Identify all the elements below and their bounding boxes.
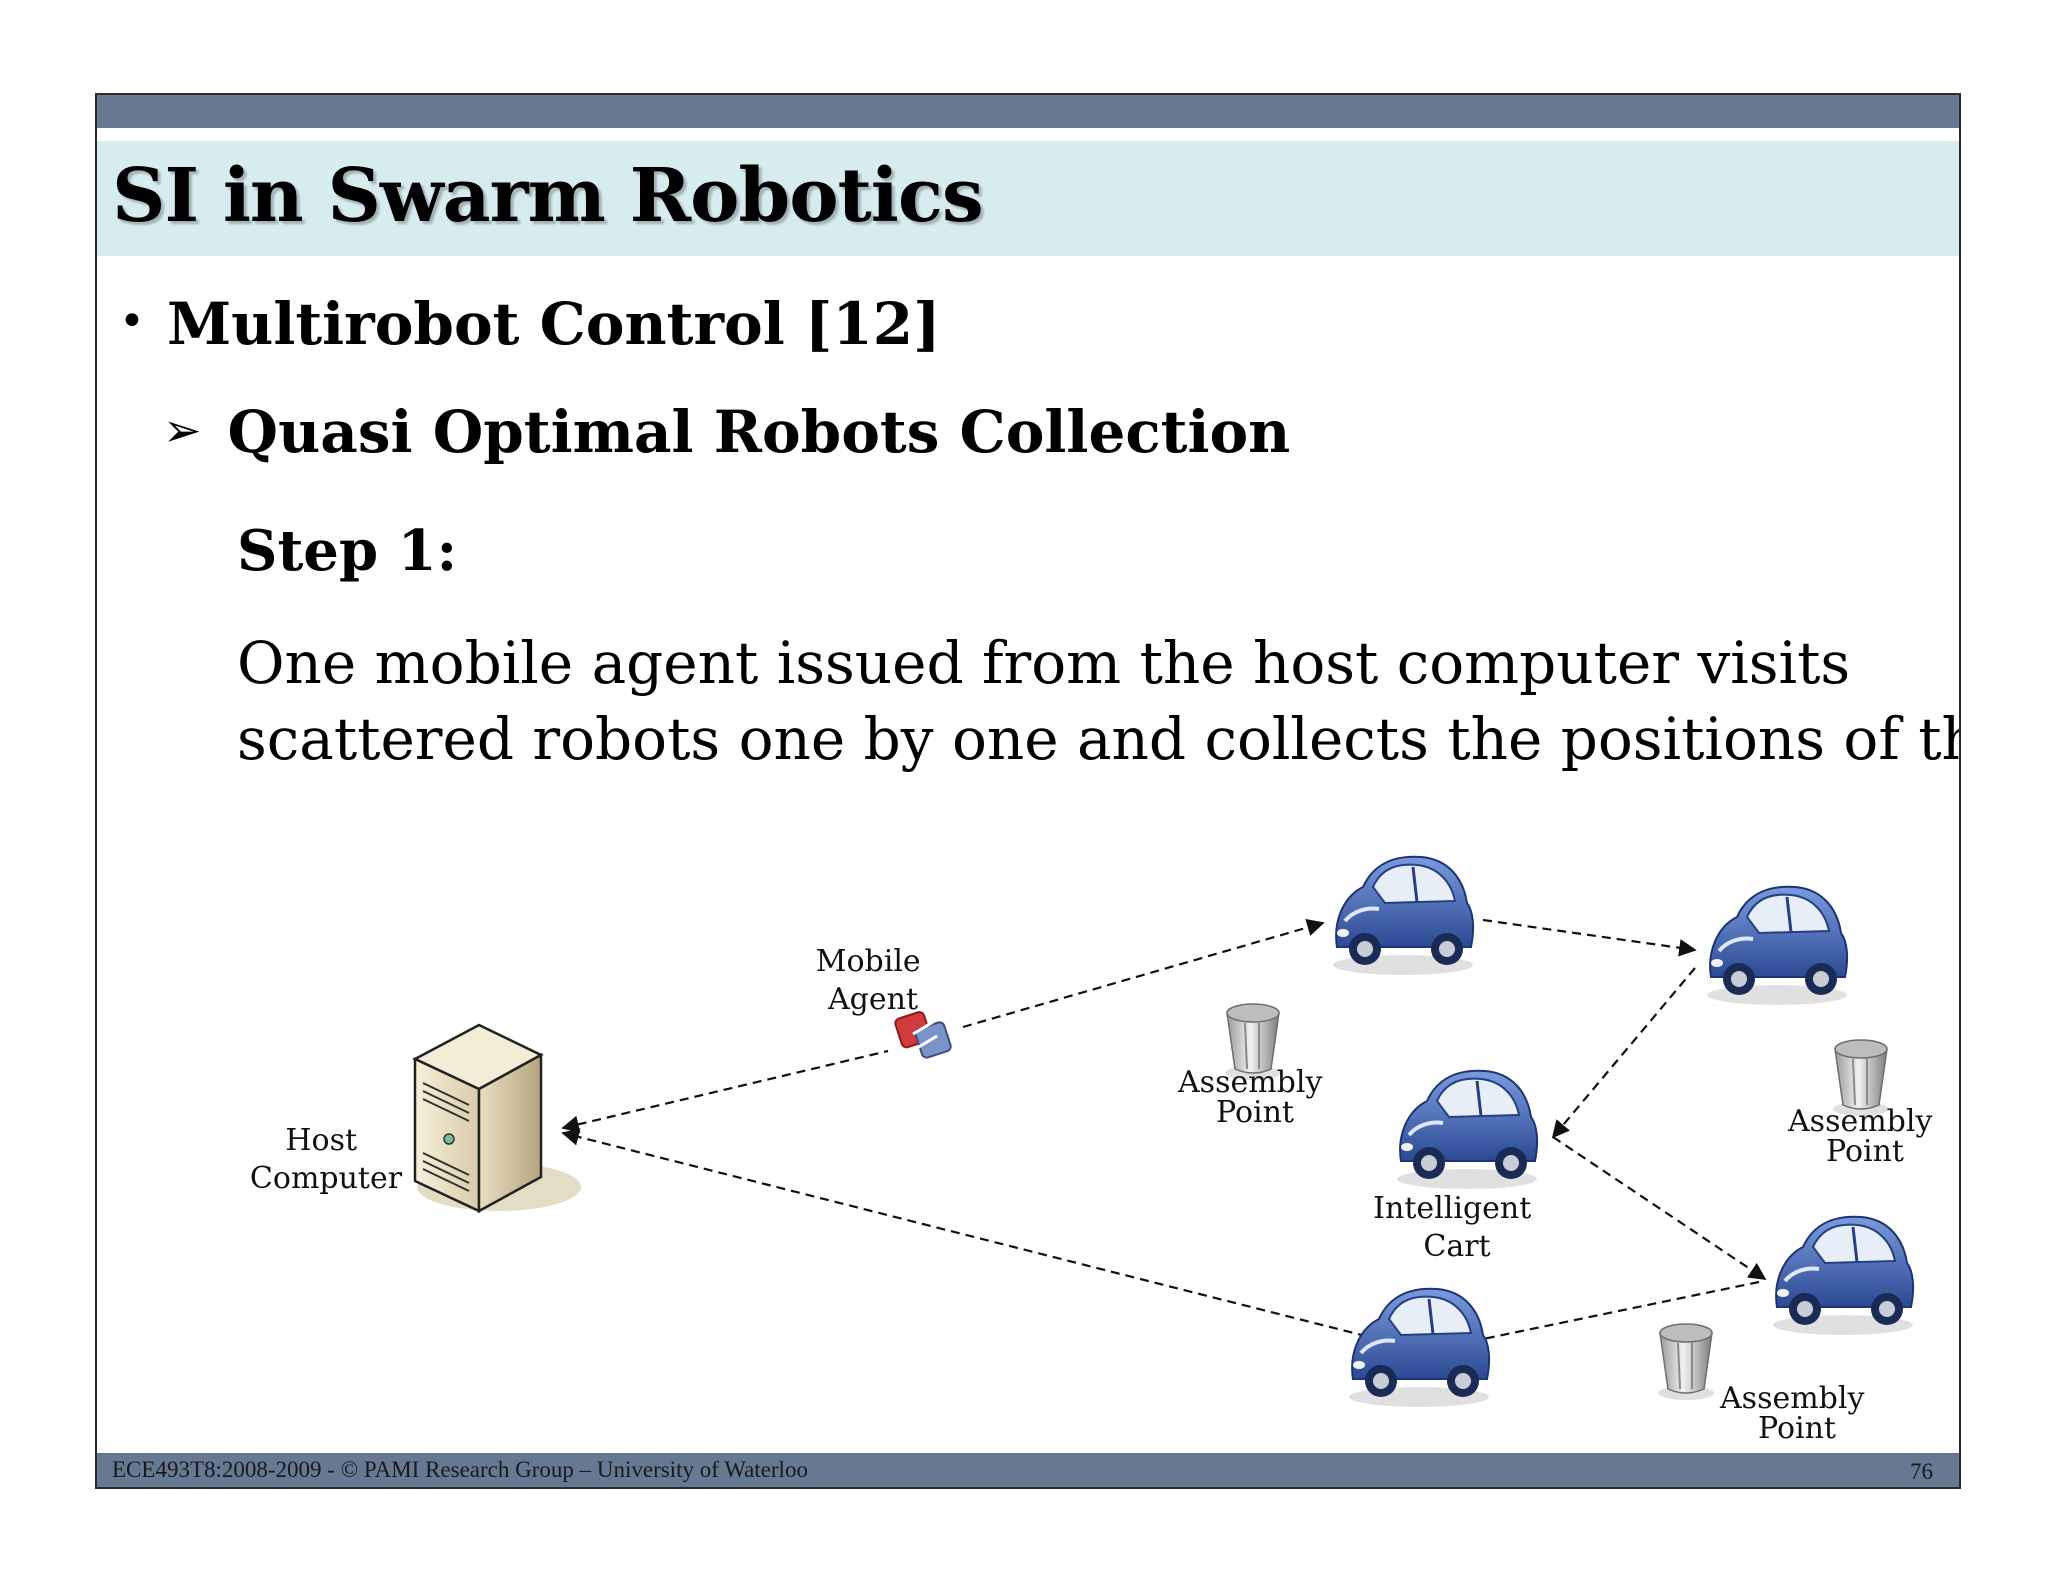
route-agent-cart1 [962, 918, 1325, 1029]
route-cart3-cart4 [1552, 1136, 1767, 1280]
robot-collection-diagram: Host Computer Mobile Agent Assembly Poin… [250, 854, 1942, 1446]
route-host-agent [561, 1049, 889, 1133]
bullet-text: Multirobot Control [12] [166, 290, 941, 358]
footer-credit: ECE493T8:2008-2009 - © PAMI Research Gro… [112, 1457, 808, 1482]
mobile-agent-icon [894, 1011, 952, 1059]
route-cart4-cart5 [1423, 1280, 1760, 1357]
step-title: Step 1: [237, 518, 458, 584]
arrow-bullet-icon: ➢ [163, 403, 202, 457]
assembly-point-label: Assembly Point [1177, 1065, 1332, 1130]
cart-icon [1331, 854, 1476, 977]
step-description: One mobile agent issued from the host co… [237, 625, 1961, 777]
assembly-point-label: Assembly Point [1787, 1104, 1942, 1169]
assembly-point-icon [1657, 1323, 1715, 1401]
cart-icon [1771, 1214, 1916, 1337]
header-bar [97, 95, 1959, 128]
sub-bullet-text: Quasi Optimal Robots Collection [227, 398, 1291, 466]
title-band [97, 141, 1959, 256]
route-cart1-cart2 [1482, 918, 1697, 957]
sub-bullet-item: ➢Quasi Optimal Robots Collection [163, 403, 1290, 461]
cart-icon [1705, 884, 1850, 1007]
server-icon [412, 1023, 581, 1214]
bullet-dot-icon: • [119, 296, 145, 347]
description-line: One mobile agent issued from the host co… [237, 629, 1851, 697]
cart-icon [1347, 1286, 1492, 1409]
page-number: 76 [1910, 1459, 1933, 1484]
description-line: scattered robots one by one and collects… [237, 705, 1961, 773]
bullet-item: •Multirobot Control [12] [119, 295, 941, 353]
host-computer-label: Host Computer [250, 1123, 403, 1196]
mobile-agent-label: Mobile Agent [816, 944, 930, 1017]
route-cart2-cart3 [1551, 967, 1696, 1139]
slide: SI in Swarm Robotics •Multirobot Control… [95, 93, 1961, 1489]
assembly-point-label: Assembly Point [1719, 1381, 1874, 1446]
cart-icon [1395, 1068, 1540, 1191]
route-cart5-host [561, 1128, 1426, 1353]
intelligent-cart-label: Intelligent Cart [1373, 1191, 1541, 1264]
slide-title: SI in Swarm Robotics [112, 153, 984, 239]
agent-route [561, 918, 1767, 1357]
footer-bar: ECE493T8:2008-2009 - © PAMI Research Gro… [97, 1453, 1959, 1487]
